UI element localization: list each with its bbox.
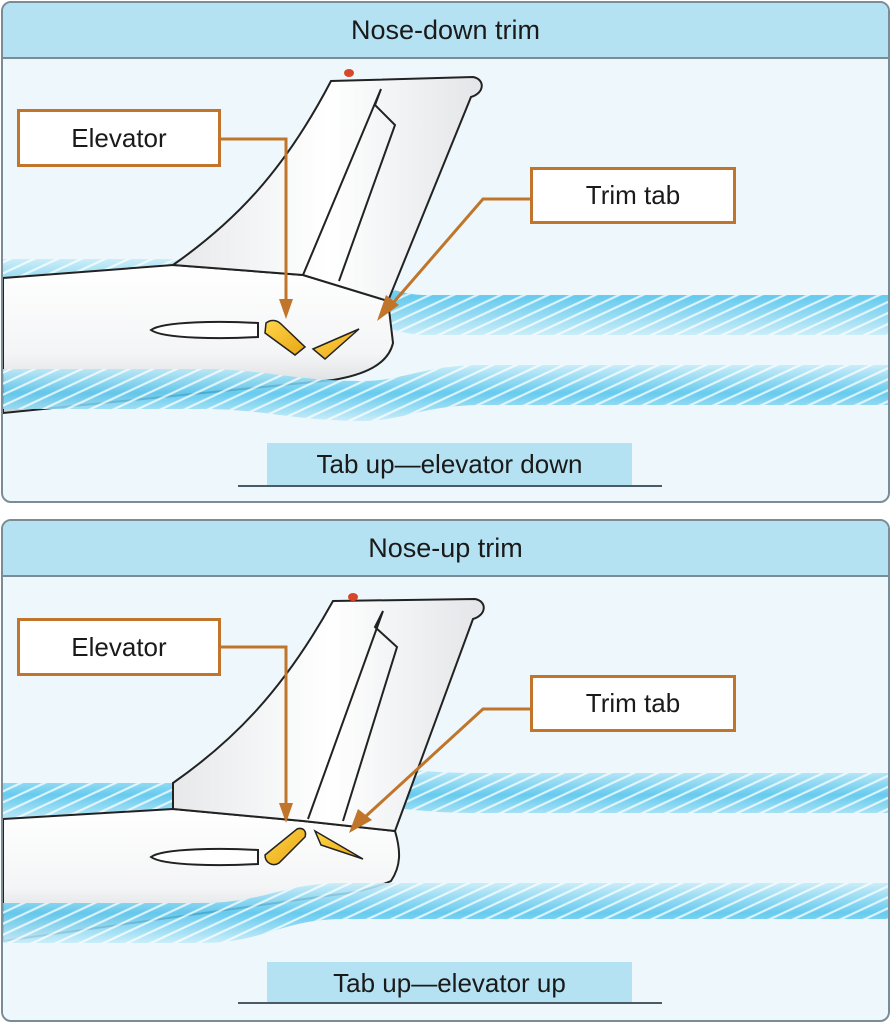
trim-tab-callout-leader xyxy=(391,197,530,304)
caption-underline xyxy=(238,485,662,487)
airflow-lower xyxy=(3,365,888,421)
trim-tab-surface xyxy=(313,829,364,860)
trim-tab-label: Trim tab xyxy=(530,675,736,732)
vertical-fin xyxy=(172,597,485,833)
vertical-fin xyxy=(170,75,483,303)
trim-caption: Tab up—elevator up xyxy=(267,962,632,1004)
horizontal-stabilizer xyxy=(149,320,259,340)
nose-down-trim-panel: Nose-down trim Elevator Trim tab Tab up—… xyxy=(1,1,890,503)
nose-up-trim-panel: Nose-up trim Elevator Trim tab Tab up—el… xyxy=(1,519,890,1022)
trim-tab-callout-arrowhead xyxy=(377,295,399,321)
elevator-callout-arrowhead xyxy=(279,803,293,823)
nose-up-tail-illustration xyxy=(3,593,888,943)
panel-title: Nose-up trim xyxy=(3,521,888,577)
trim-caption: Tab up—elevator down xyxy=(267,443,632,485)
elevator-callout-leader xyxy=(221,645,288,807)
elevator-label: Elevator xyxy=(17,109,221,167)
trim-tab-callout-leader xyxy=(363,707,530,819)
rudder-hinge-line xyxy=(307,610,399,822)
elevator-surface xyxy=(264,319,307,356)
trim-tab-callout-arrowhead xyxy=(349,809,372,833)
horizontal-stabilizer xyxy=(149,847,259,867)
trim-tab-label: Trim tab xyxy=(530,167,736,224)
nose-down-tail-illustration xyxy=(3,69,888,421)
elevator-callout-leader xyxy=(221,137,288,303)
beacon-light xyxy=(344,69,354,77)
trim-tab-surface xyxy=(311,328,360,360)
beacon-light xyxy=(348,593,358,601)
caption-underline xyxy=(238,1002,662,1004)
elevator-label: Elevator xyxy=(17,618,221,676)
elevator-surface xyxy=(264,827,307,866)
elevator-callout-arrowhead xyxy=(279,299,293,319)
rudder-hinge-line xyxy=(302,88,397,282)
panel-title: Nose-down trim xyxy=(3,3,888,59)
airflow-lower xyxy=(3,883,888,943)
